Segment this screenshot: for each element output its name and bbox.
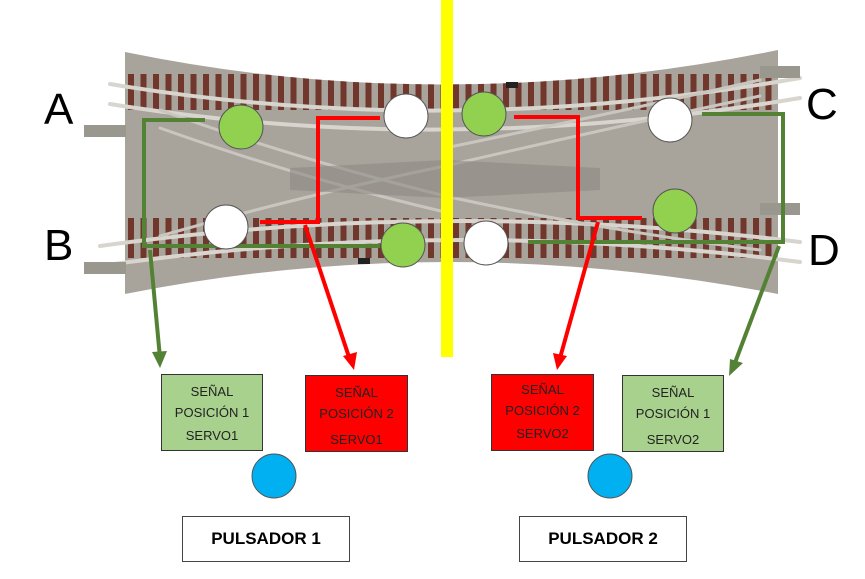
- pushbutton-1-label: PULSADOR 1: [182, 516, 350, 562]
- signal-position: POSICIÓN 1: [635, 406, 711, 421]
- signal-position: POSICIÓN 2: [505, 403, 580, 418]
- led-green: [461, 91, 507, 137]
- wiring-position-1: [142, 112, 785, 369]
- signal-servo: SERVO2: [646, 432, 700, 447]
- signal-title: SEÑAL: [190, 384, 234, 399]
- leds: [203, 91, 698, 268]
- signal-box-servo1-position2: SEÑAL POSICIÓN 2 SERVO1: [305, 375, 408, 452]
- signal-title: SEÑAL: [335, 385, 378, 400]
- signal-servo: SERVO2: [516, 426, 569, 441]
- signal-servo: SERVO1: [185, 428, 239, 443]
- track-end-b: B: [44, 221, 73, 270]
- motor-symbol: [358, 258, 370, 264]
- led-white: [203, 204, 249, 250]
- led-white: [383, 93, 429, 139]
- arrowheads-position-2: [343, 352, 567, 370]
- led-green: [218, 104, 264, 150]
- led-white: [647, 97, 693, 143]
- signal-title: SEÑAL: [651, 385, 695, 400]
- pushbutton-2[interactable]: [587, 453, 633, 499]
- signal-servo: SERVO1: [330, 432, 383, 447]
- wiring-position-2: [260, 115, 642, 361]
- track-end-d: D: [808, 226, 840, 275]
- signal-box-servo2-position1: SEÑAL POSICIÓN 1 SERVO2: [622, 375, 724, 452]
- signal-box-servo2-position2: SEÑAL POSICIÓN 2 SERVO2: [491, 374, 594, 451]
- track-end-c: C: [806, 80, 838, 129]
- pushbutton-1[interactable]: [251, 453, 297, 499]
- led-green: [380, 222, 426, 268]
- motor-symbol: [506, 82, 518, 88]
- pushbutton-2-label: PULSADOR 2: [519, 516, 687, 562]
- led-green: [652, 188, 698, 234]
- signal-title: SEÑAL: [521, 382, 564, 397]
- track-end-a: A: [44, 85, 74, 134]
- led-white: [463, 220, 509, 266]
- signal-position: POSICIÓN 1: [174, 405, 250, 420]
- arrowheads-position-1: [152, 351, 743, 376]
- signal-position: POSICIÓN 2: [319, 406, 394, 421]
- signal-box-servo1-position1: SEÑAL POSICIÓN 1 SERVO1: [161, 374, 263, 451]
